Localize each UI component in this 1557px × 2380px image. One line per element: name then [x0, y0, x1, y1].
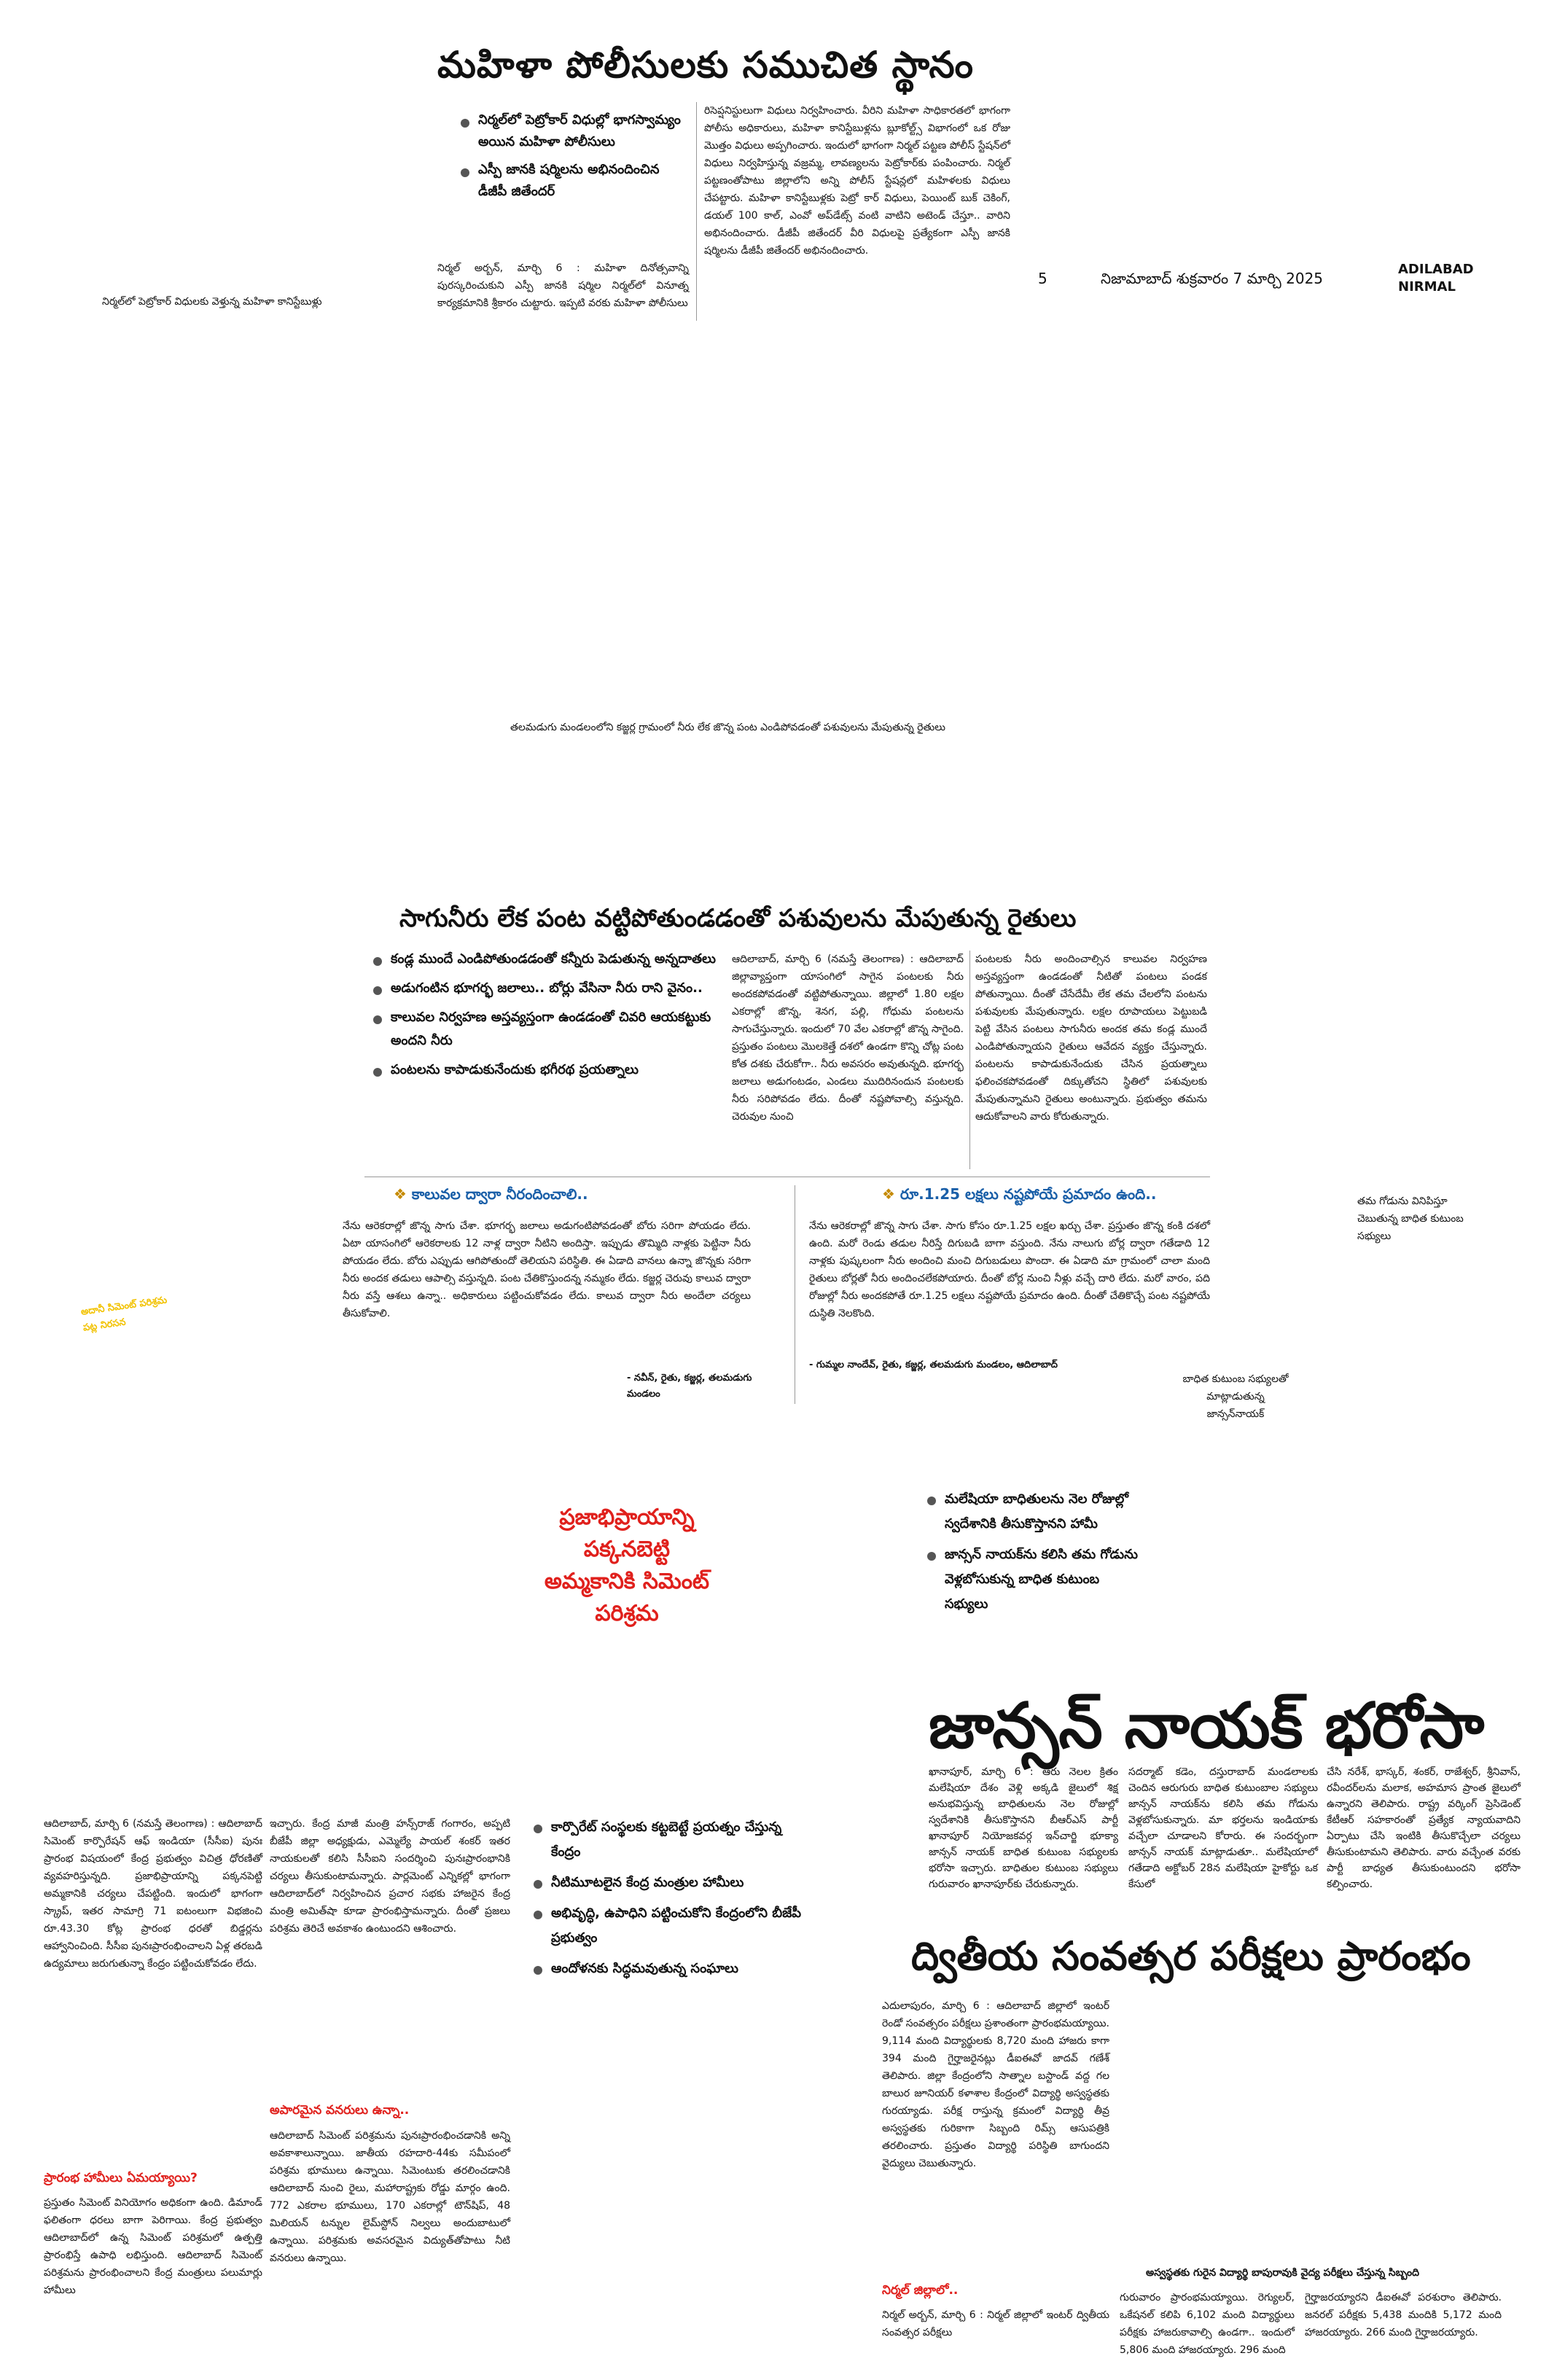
- story2-column-1: ఆదిలాబాద్, మార్చి 6 (నమస్తే తెలంగాణ) : ఆ…: [732, 953, 967, 1123]
- quote-2-text: నేను ఆరెకరాల్లో జొన్న సాగు చేశా. సాగు కో…: [809, 1220, 1214, 1319]
- quote-2-author: - గుమ్మల నాందేవ్, రైతు, కజ్జర్ల, తలమడుగు…: [809, 1359, 1058, 1370]
- story3-bullet: జాన్సన్ నాయక్‌ను కలిసి తమ గోడును వెళ్లబో…: [926, 1542, 1144, 1617]
- story1-column-1: నిర్మల్ అర్బన్, మార్చి 6 : మహిళా దినోత్స…: [437, 262, 692, 309]
- story1-bullets: నిర్మల్‌లో పెట్రోకార్ విధుల్లో భాగస్వామ్…: [459, 109, 685, 208]
- story3-bullet: మలేషియా బాధితులను నెల రోజుల్లో స్వదేశాని…: [926, 1487, 1144, 1537]
- column-divider: [696, 102, 697, 321]
- story5-subheading: నిర్మల్ జిల్లాలో..: [882, 2283, 959, 2298]
- story5-column-1b: నిర్మల్ అర్బన్, మార్చి 6 : నిర్మల్ జిల్ల…: [882, 2309, 1113, 2338]
- story3-column-1: ఖానాపూర్, మార్చి 6 : ఆరు నెలల క్రితం మలే…: [929, 1766, 1122, 1890]
- column-divider: [969, 951, 970, 1169]
- page-number: 5: [1038, 270, 1047, 287]
- story4-column-2: ఇచ్చారు. కేంద్ర మాజీ మంత్రి హన్స్‌రాజ్ గ…: [270, 1818, 514, 1935]
- story1-bullet: ఎస్పీ జానకి షర్మిలను అభినందించిన డీజీపీ …: [459, 159, 685, 203]
- story2-column-2: పంటలకు నీరు అందించాల్సిన కాలువల నిర్వహణ …: [975, 953, 1211, 1123]
- story5-column-1: ఎదులాపురం, మార్చి 6 : ఆదిలాబాద్ జిల్లాలో…: [882, 2000, 1113, 2169]
- story4-bullets: కార్పొరేట్ సంస్థలకు కట్టబెట్టే ప్రయత్నం …: [532, 1815, 809, 1987]
- story5-column-2: గురువారం ప్రారంభమయ్యాయి. రెగ్యులర్, ఒకేష…: [1120, 2292, 1298, 2356]
- yellow-photo-caption: అదానీ సిమెంట్ పరిశ్రమ పట్ల నిరసన: [80, 1295, 168, 1334]
- story2-bullets: కండ్ల ముందే ఎండిపోతుండడంతో కన్నీరు పెడుత…: [372, 948, 722, 1088]
- story3-side-caption: తమ గోడును వినిపిస్తూ చెబుతున్న బాధిత కుట…: [1357, 1195, 1464, 1242]
- story4-bullet: కార్పొరేట్ సంస్థలకు కట్టబెట్టే ప్రయత్నం …: [532, 1815, 809, 1865]
- story1-photo-caption: నిర్మల్‌లో పెట్రోకార్ విధులకు వెళ్తున్న …: [102, 296, 322, 308]
- story3-column-3: చేసి నరేశ్, భాస్కర్, శంకర్, రాజేశ్వర్, శ…: [1327, 1766, 1524, 1890]
- story4-column-1b: ప్రస్తుతం సిమెంట్ వినియోగం అధికంగా ఉంది.…: [44, 2197, 266, 2296]
- story5-column-3: గైర్హాజరయ్యారని డీఐఈవో పరశురాం తెలిపారు.…: [1305, 2292, 1505, 2338]
- story2-bullet: పంటలను కాపాడుకునేందుకు భగీరథ ప్రయత్నాలు: [372, 1058, 722, 1082]
- red-quote: ప్రజాభిప్రాయాన్ని పక్కనబెట్టి అమ్మకానికి…: [544, 1505, 710, 1626]
- story4-subheading-2: అపారమైన వనరులు ఉన్నా..: [270, 2103, 410, 2118]
- story4-column-2b: ఆదిలాబాద్ సిమెంట్ పరిశ్రమను పునఃప్రారంభి…: [270, 2130, 514, 2264]
- story3-bullets: మలేషియా బాధితులను నెల రోజుల్లో స్వదేశాని…: [926, 1487, 1144, 1623]
- story2-bullet: అడుగంటిన భూగర్భ జలాలు.. బోర్లు వేసినా నీ…: [372, 977, 722, 1000]
- story4-bullet: అభివృద్ధి, ఉపాధిని పట్టించుకోని కేంద్రంల…: [532, 1901, 809, 1951]
- quote-1-text: నేను ఆరెకరాల్లో జొన్న సాగు చేశా. భూగర్భ …: [343, 1220, 754, 1319]
- story4-bullet: నీటిమూటలైన కేంద్ర మంత్రుల హామీలు: [532, 1870, 809, 1895]
- edition-line-1: ADILABAD: [1398, 262, 1474, 277]
- story2-headline: సాగునీరు లేక పంట వట్టిపోతుండడంతో పశువులన…: [399, 904, 1077, 933]
- edition-label: ADILABAD NIRMAL: [1398, 261, 1474, 296]
- story3-column-2: సదర్మాట్ కడెం, దస్తురాబాద్ మండలాలకు చెంద…: [1128, 1766, 1322, 1890]
- story1-bullet: నిర్మల్‌లో పెట్రోకార్ విధుల్లో భాగస్వామ్…: [459, 109, 685, 153]
- quote-2-title: ❖ రూ.1.25 లక్షలు నష్టపోయే ప్రమాదం ఉంది..: [882, 1185, 1157, 1203]
- story1-column-2: రిసెప్షనిస్టులుగా విధులు నిర్వహించారు. వ…: [704, 105, 1014, 257]
- diamond-icon: ❖: [394, 1185, 412, 1203]
- story2-bullet: కాలువల నిర్వహణ అస్తవ్యస్తంగా ఉండడంతో చివ…: [372, 1006, 722, 1053]
- story4-bullet: ఆందోళనకు సిద్ధమవుతున్న సంఘాలు: [532, 1956, 809, 1981]
- quote-1-author: - నవీన్, రైతు, కజ్జర్ల, తలమడుగు మండలం: [627, 1373, 752, 1400]
- quote-1-title: ❖ కాలువల ద్వారా నీరందించాలి..: [394, 1185, 588, 1203]
- story1-headline: మహిళా పోలీసులకు సముచిత స్థానం: [437, 44, 974, 86]
- story2-photo-caption: తలమడుగు మండలంలోని కజ్జర్ల గ్రామంలో నీరు …: [510, 722, 946, 733]
- diamond-icon: ❖: [882, 1185, 900, 1203]
- edition-line-2: NIRMAL: [1398, 279, 1456, 294]
- story2-bullet: కండ్ల ముందే ఎండిపోతుండడంతో కన్నీరు పెడుత…: [372, 948, 722, 971]
- story5-photo-caption: అస్వస్థతకు గురైన విద్యార్థి బాపురావుకి వ…: [1146, 2267, 1420, 2279]
- story4-subheading-1: ప్రారంభ హామీలు ఏమయ్యాయి?: [44, 2171, 198, 2185]
- story3-photo-caption: బాధిత కుటుంబ సభ్యులతో మాట్లాడుతున్న జాన్…: [1182, 1373, 1289, 1420]
- story4-column-1: ఆదిలాబాద్, మార్చి 6 (నమస్తే తెలంగాణ) : ఆ…: [44, 1818, 266, 1970]
- story3-headline: జాన్సన్ నాయక్ భరోసా: [929, 1690, 1485, 1763]
- masthead-date: నిజామాబాద్ శుక్రవారం 7 మార్చి 2025: [1101, 270, 1324, 287]
- story5-headline: ద్వితీయ సంవత్సర పరీక్షలు ప్రారంభం: [911, 1933, 1471, 1979]
